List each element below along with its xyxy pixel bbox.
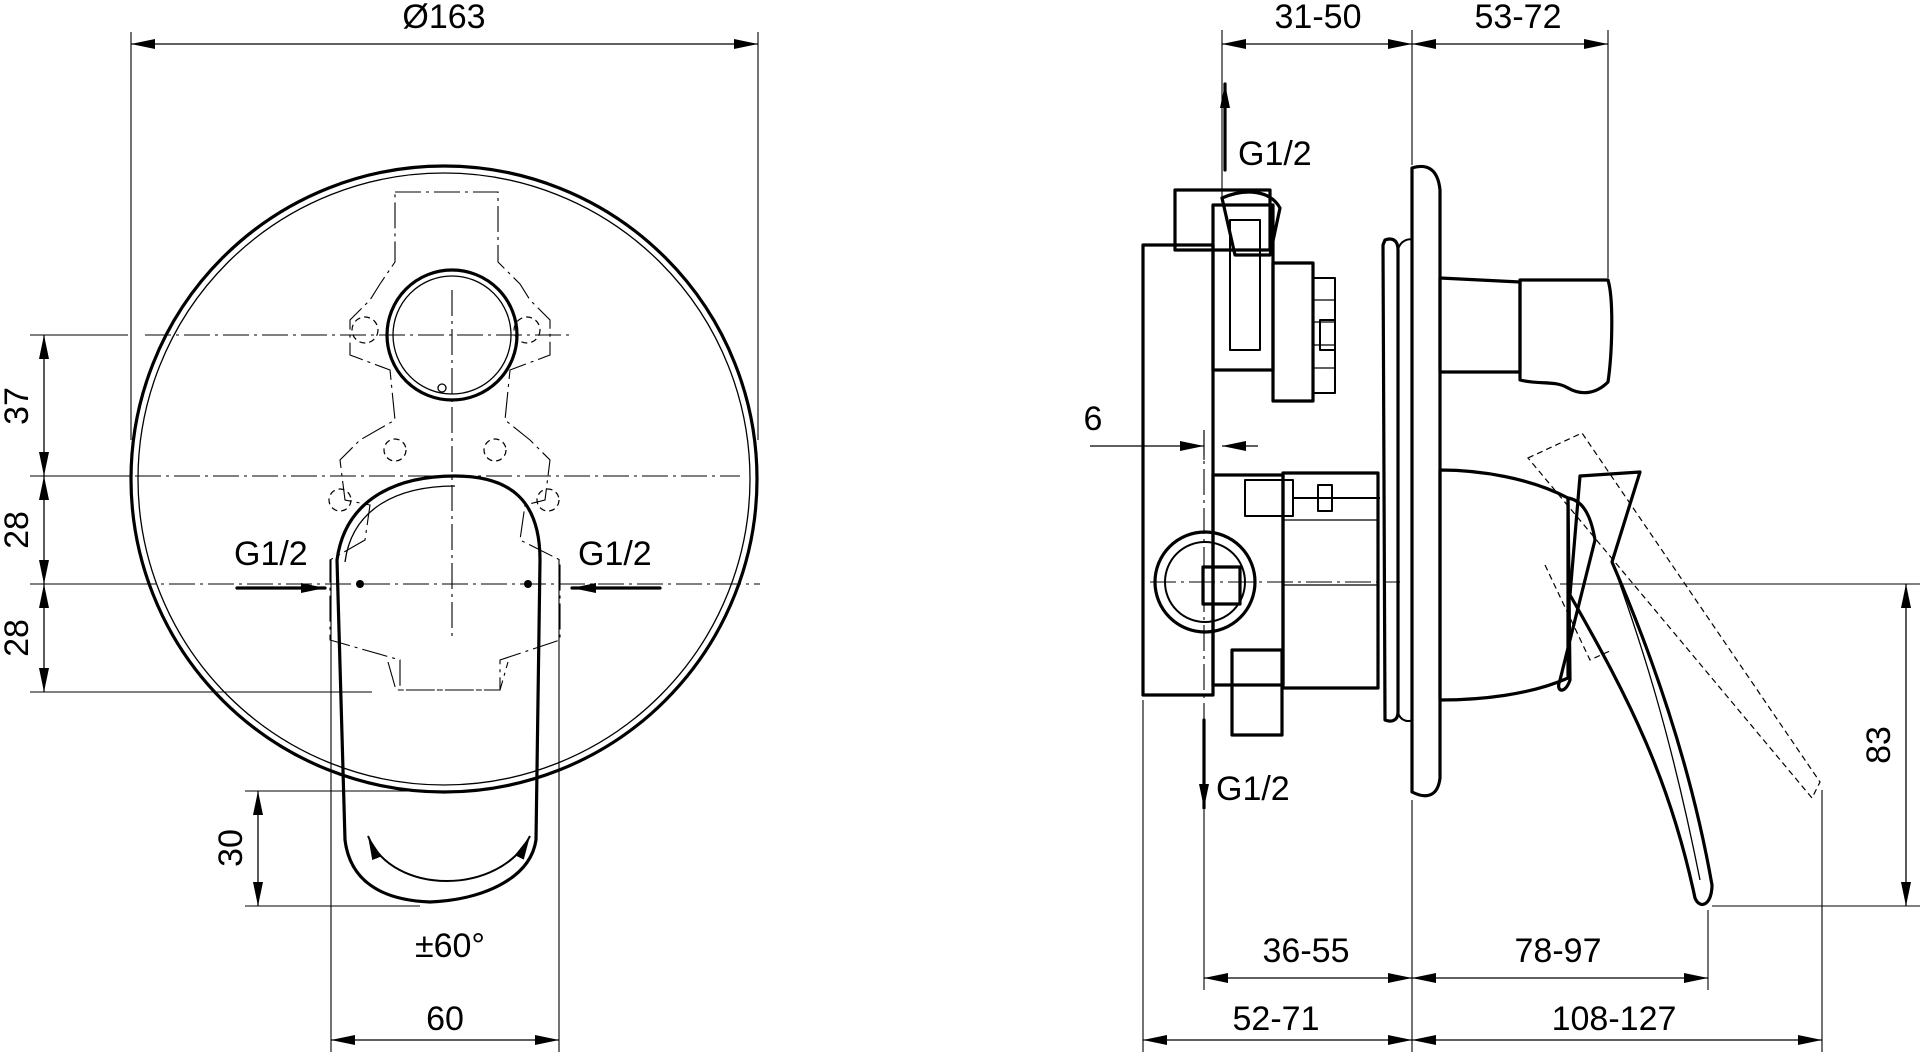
- dim-label-28-top: 28: [0, 511, 36, 549]
- cover-plate-back-2: [1397, 238, 1413, 722]
- hidden-lug-4: [483, 438, 507, 462]
- dim-label-28-bottom: 28: [0, 619, 36, 657]
- outlet-label-bottom: G1/2: [1216, 770, 1290, 808]
- hidden-lug-1: [351, 316, 379, 344]
- dim-label-37: 37: [0, 387, 36, 425]
- inlet-label-left: G1/2: [234, 535, 308, 573]
- dim-label-6: 6: [1084, 400, 1103, 438]
- mixer-lever-inner: [344, 485, 456, 563]
- wall-box-flange: [1211, 203, 1275, 372]
- diverter-knob-inner: [392, 275, 512, 395]
- outlet-label-top: G1/2: [1238, 135, 1312, 173]
- hidden-trapezoid: [387, 661, 509, 691]
- wall-box-body: [1141, 243, 1215, 697]
- dim-label-36-55: 36-55: [1263, 932, 1350, 970]
- wall-box-lower-flange: [1211, 473, 1285, 687]
- dim-label-diameter: Ø163: [402, 0, 485, 36]
- dim-label-31-50: 31-50: [1275, 0, 1362, 36]
- cartridge-stem: [1244, 479, 1294, 517]
- inlet-point-right: [524, 580, 532, 588]
- spindle-housing: [1271, 261, 1315, 403]
- cover-plate-inner-edge: [137, 172, 751, 786]
- diverter-knob-cap: [1518, 278, 1614, 395]
- inlet-label-right: G1/2: [578, 535, 652, 573]
- lever-alt-position-2: [1544, 564, 1613, 661]
- rotation-label: ±60°: [415, 927, 485, 965]
- wall-box-flange-inner: [1229, 219, 1261, 351]
- dim-label-108-127: 108-127: [1552, 1000, 1677, 1038]
- diverter-knob: [385, 268, 519, 402]
- cover-plate-outline: [129, 164, 759, 794]
- lever-hub-side: [1438, 468, 1570, 702]
- hidden-body-outline: [329, 191, 561, 691]
- lever-alt-position: [1527, 432, 1821, 800]
- dim-label-60: 60: [426, 1000, 464, 1038]
- diverter-pin: [437, 383, 447, 393]
- cover-plate-back: [1381, 237, 1400, 723]
- lever-side: [1568, 470, 1714, 906]
- cover-plate-profile: [1410, 164, 1442, 798]
- mixer-lever: [335, 474, 542, 904]
- cartridge-body: [1281, 471, 1380, 690]
- outlet-square: [1201, 565, 1242, 606]
- dim-label-83: 83: [1860, 726, 1898, 764]
- wall-box-bottom-cap: [1230, 648, 1284, 737]
- inlet-point-left: [356, 580, 364, 588]
- rotation-arc: [367, 835, 531, 882]
- diverter-knob-side: [1438, 276, 1522, 374]
- hidden-lug-5: [328, 488, 352, 512]
- lever-side-inner: [1614, 569, 1701, 881]
- hidden-lug-2: [513, 316, 541, 344]
- dim-label-78-97: 78-97: [1515, 932, 1602, 970]
- dim-label-30: 30: [212, 829, 250, 867]
- cartridge-rod-end: [1317, 484, 1333, 512]
- spindle-nut: [1319, 319, 1336, 351]
- front-view: G1/2 G1/2 Ø163 37 28 28 30 ±60° 60: [0, 0, 760, 1052]
- hidden-lug-3: [383, 438, 407, 462]
- spindle-thread: [1312, 277, 1336, 394]
- dim-label-52-71: 52-71: [1233, 1000, 1320, 1038]
- side-view: G1/2 G1/2 31-50 53-72 6 83 36-55 78-97: [1084, 0, 1920, 1052]
- dim-label-53-72: 53-72: [1475, 0, 1562, 36]
- hidden-lug-6: [536, 488, 560, 512]
